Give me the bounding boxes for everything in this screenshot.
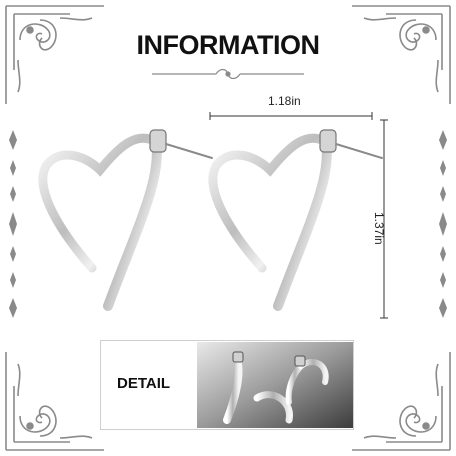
corner-ornament-top-left-icon bbox=[5, 5, 104, 104]
flourish-divider-icon bbox=[152, 68, 304, 80]
detail-photo-image bbox=[197, 342, 353, 428]
page-title: INFORMATION bbox=[136, 30, 320, 60]
left-border-diamond-chain-icon bbox=[9, 130, 17, 318]
earring-right bbox=[208, 129, 383, 311]
heart-earrings-image bbox=[38, 129, 383, 311]
corner-ornament-bottom-left-icon bbox=[5, 352, 104, 451]
width-dimension-label: 1.18in bbox=[268, 94, 301, 108]
detail-label: DETAIL bbox=[117, 375, 171, 392]
corner-ornament-top-right-icon bbox=[352, 5, 451, 104]
earring-left bbox=[38, 129, 213, 311]
detail-panel: DETAIL bbox=[100, 340, 354, 430]
corner-ornament-bottom-right-icon bbox=[352, 352, 451, 451]
right-border-diamond-chain-icon bbox=[439, 130, 447, 318]
